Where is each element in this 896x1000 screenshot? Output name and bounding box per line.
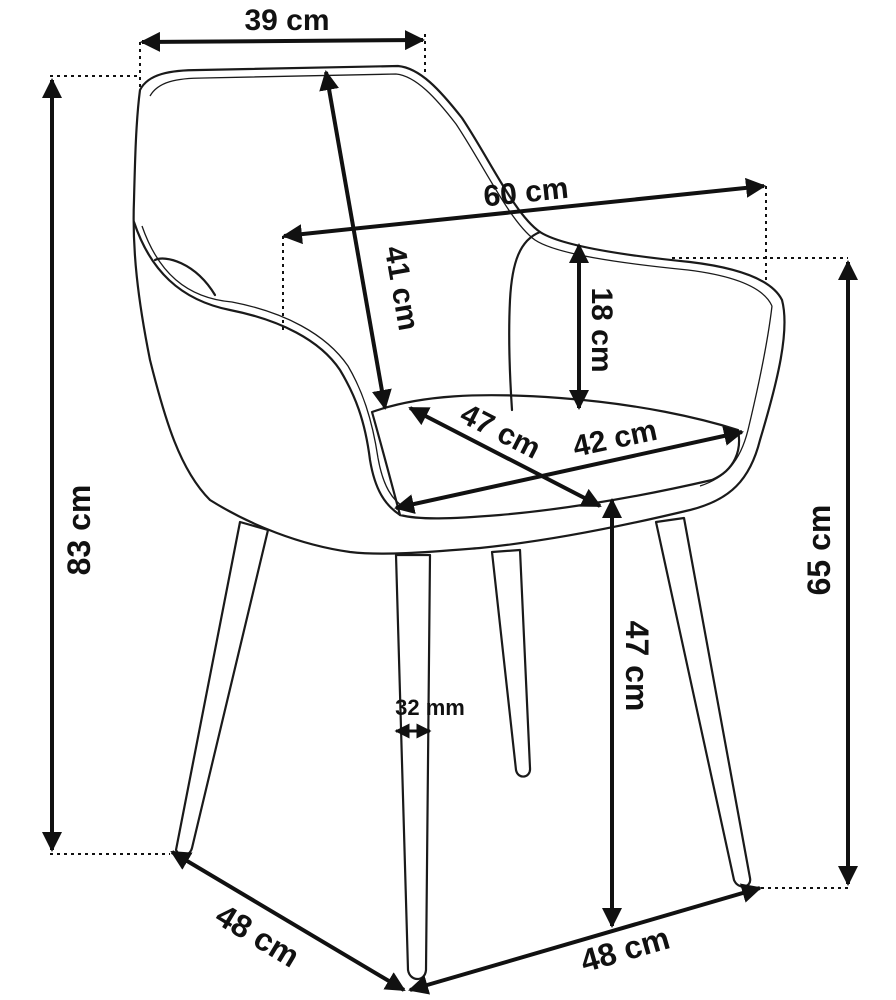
left-armrest-seam: [141, 225, 406, 509]
dim-seat-width: [394, 426, 744, 514]
label-leg-diameter: 32 mm: [395, 695, 465, 720]
dimension-lines: [42, 30, 858, 995]
dim-backrest-height: [319, 70, 392, 410]
leg-back: [490, 548, 532, 778]
label-seat-width: 42 cm: [570, 414, 660, 464]
label-seat-height: 47 cm: [619, 621, 655, 712]
dim-base-depth: [170, 850, 406, 992]
chair-illustration: [132, 64, 786, 981]
label-backrest-width: 39 cm: [244, 4, 329, 37]
left-armrest-cushion: [153, 257, 217, 297]
dim-base-width: [408, 883, 762, 995]
label-total-height: 83 cm: [61, 485, 97, 576]
dim-backrest-width: [140, 30, 425, 52]
label-armrest-height: 18 cm: [585, 287, 618, 372]
leg-front-left: [174, 520, 270, 857]
leg-front-right: [654, 516, 752, 888]
label-backrest-height: 41 cm: [378, 244, 425, 334]
backrest-seam: [149, 73, 773, 307]
label-base-depth: 48 cm: [210, 897, 306, 975]
dimension-labels: 39 cm 60 cm 41 cm 18 cm 47 cm 42 cm 83 c…: [61, 4, 837, 979]
label-armrest-floor-height: 65 cm: [801, 505, 837, 596]
leg-front-center: [394, 553, 432, 981]
right-armrest: [508, 230, 542, 412]
